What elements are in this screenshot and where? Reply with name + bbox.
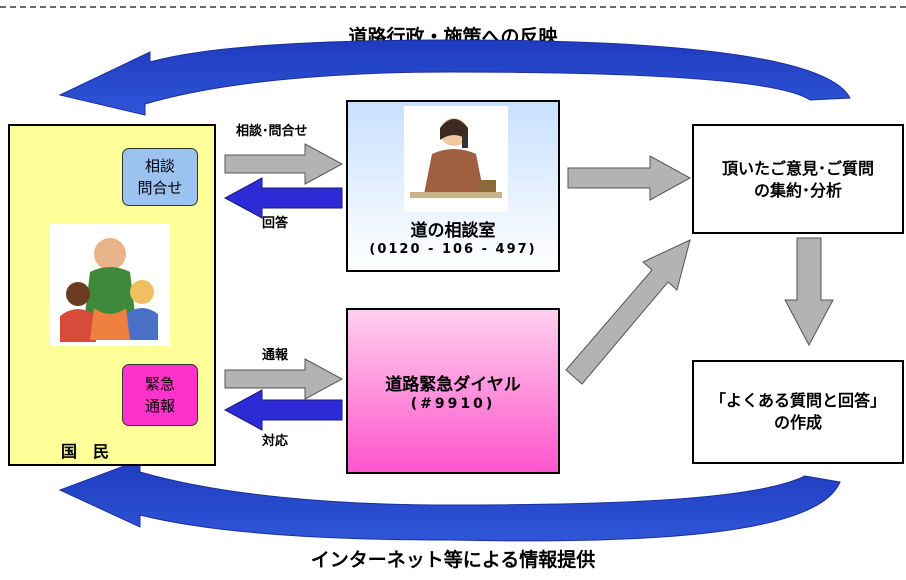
- top-loop-arrow: [58, 39, 851, 116]
- consult-arrow: [224, 143, 344, 185]
- answer-arrow: [223, 177, 343, 219]
- report-arrow-label: 通報: [262, 348, 289, 363]
- consultation-room-phone: (0120 - 106 - 497): [369, 242, 537, 257]
- room-to-analysis-arrow: [567, 155, 692, 201]
- analysis-line2: の集約･分析: [753, 181, 842, 200]
- analysis-box: 頂いたご意見･ご質問 の集約･分析: [692, 124, 904, 234]
- emergency-to-analysis-arrow: [565, 239, 691, 385]
- report-arrow: [224, 358, 344, 400]
- emergency-badge-line2: 通報: [144, 397, 175, 415]
- faq-box: ｢よくある質問と回答｣ の作成: [692, 360, 904, 464]
- consult-badge-line2: 問合せ: [137, 179, 183, 197]
- response-arrow: [223, 389, 343, 431]
- response-arrow-label: 対応: [262, 434, 289, 449]
- bottom-caption: インターネット等による情報提供: [310, 549, 596, 571]
- faq-line1: ｢よくある質問と回答｣: [717, 391, 878, 410]
- consultation-room-title: 道の相談室: [410, 221, 496, 241]
- analysis-to-faq-arrow: [784, 237, 834, 347]
- emergency-dial-box: 道路緊急ダイヤル (#9910): [346, 308, 560, 474]
- consult-badge: 相談 問合せ: [122, 148, 198, 206]
- emergency-dial-title: 道路緊急ダイヤル: [385, 375, 521, 395]
- citizen-label: 国 民: [60, 442, 109, 461]
- analysis-text: 頂いたご意見･ご質問 の集約･分析: [694, 158, 902, 202]
- emergency-dial-number: (#9910): [410, 396, 496, 412]
- consult-badge-line1: 相談: [144, 157, 175, 175]
- analysis-line1: 頂いたご意見･ご質問: [721, 159, 874, 178]
- emergency-badge-line1: 緊急: [144, 375, 175, 393]
- citizen-box: 相談 問合せ 緊急 通報 国 民: [8, 124, 216, 466]
- consultation-room-box: 道の相談室 (0120 - 106 - 497): [346, 100, 560, 272]
- bottom-loop-arrow: [58, 459, 841, 542]
- operator-illustration-icon: [404, 106, 508, 212]
- top-dashed-line: [0, 6, 906, 8]
- answer-arrow-label: 回答: [262, 216, 289, 231]
- emergency-badge: 緊急 通報: [122, 364, 198, 426]
- family-illustration-icon: [50, 224, 170, 346]
- faq-line2: の作成: [773, 413, 822, 432]
- consult-arrow-label: 相談･問合せ: [236, 124, 308, 139]
- faq-text: ｢よくある質問と回答｣ の作成: [694, 390, 902, 434]
